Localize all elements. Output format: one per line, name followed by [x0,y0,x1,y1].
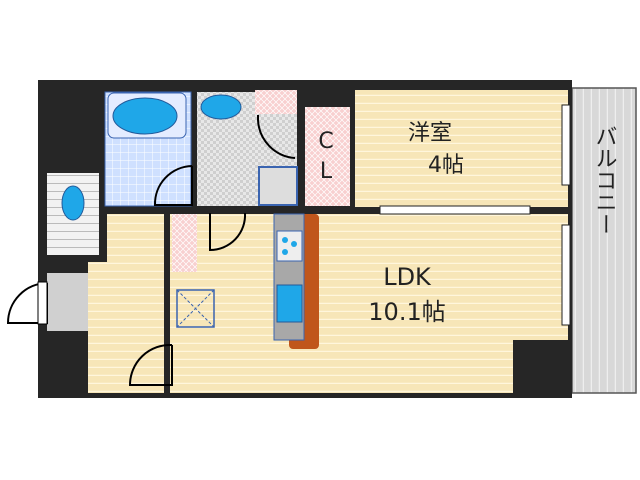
sliding-partition[interactable] [379,205,531,215]
washing-machine-pan [258,166,298,206]
closet [305,107,350,206]
shoe-closet [172,214,197,272]
balcony [571,87,637,394]
hall-upper-floor [107,214,164,264]
western-window[interactable] [561,104,571,186]
ldk-size: 10.1帖 [368,298,445,326]
balcony-label: バルコニー [592,125,617,235]
toilet-icon [61,185,85,221]
closet-label-l: L [320,159,333,184]
ventilation-icon [176,289,215,328]
kitchen-sink-icon [276,284,303,323]
storage-pink [255,90,297,114]
closet-label-c: C [318,129,333,154]
sink-icon [200,94,242,120]
entrance-door[interactable] [37,281,48,325]
entrance [47,273,88,331]
balcony-window[interactable] [561,224,571,326]
western-room-label: 洋室 [408,121,452,146]
ldk-floor [170,214,568,393]
western-room-size: 4帖 [428,153,464,178]
western-room-floor [355,90,568,207]
ldk-label: LDK [383,263,432,291]
doors [6,115,296,386]
pillar [513,340,569,398]
bathtub-icon [112,97,178,135]
stove-icon [276,230,303,262]
hall-floor [88,262,164,393]
